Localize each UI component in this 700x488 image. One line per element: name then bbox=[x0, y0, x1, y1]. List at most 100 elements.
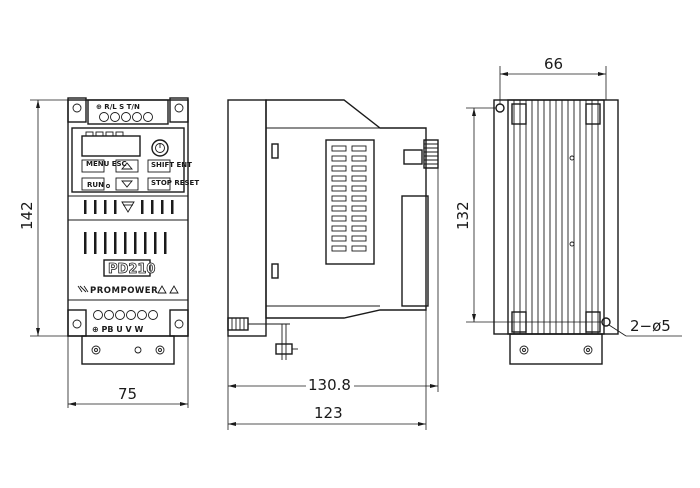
side-clip bbox=[271, 263, 279, 279]
bottom-terminal-labels: ⊕ PB U V W bbox=[92, 325, 143, 334]
run-key bbox=[81, 177, 105, 191]
dim-arrow bbox=[472, 108, 476, 116]
front-view: ⊕ R/L S T/N MENU ESC SHIFT ENT RUN STOP … bbox=[18, 97, 199, 408]
side-view: 130.8 123 bbox=[227, 99, 439, 430]
dim-arrow bbox=[472, 314, 476, 322]
keypad-panel bbox=[71, 127, 185, 193]
bottom-left-ear bbox=[67, 309, 87, 337]
top-right-ear bbox=[169, 97, 189, 123]
dim-arrow bbox=[500, 72, 508, 76]
bracket-screw bbox=[155, 345, 165, 355]
dim-arrow bbox=[36, 328, 40, 336]
warning-triangle-icon bbox=[157, 285, 167, 294]
dim-arrow bbox=[180, 402, 188, 406]
terminal-screw bbox=[132, 112, 142, 122]
up-key bbox=[115, 159, 139, 173]
dim-rear-height: 132 bbox=[454, 201, 472, 230]
dim-arrow bbox=[418, 422, 426, 426]
dim-arrow bbox=[598, 72, 606, 76]
terminal-screw bbox=[143, 112, 153, 122]
terminal-screw bbox=[137, 310, 147, 320]
dim-mount-holes: 2−ø5 bbox=[630, 317, 671, 335]
rear-mount-hole bbox=[495, 103, 505, 113]
top-terminal-block bbox=[87, 99, 169, 125]
down-arrow-icon bbox=[121, 180, 133, 188]
model-label: PD210 bbox=[108, 262, 155, 277]
side-heatsink-plate bbox=[227, 99, 267, 337]
dim-side-body: 123 bbox=[314, 404, 343, 422]
bracket-screw bbox=[519, 345, 529, 355]
terminal-screw bbox=[121, 112, 131, 122]
dim-rear-width: 66 bbox=[544, 55, 563, 73]
dim-arrow bbox=[228, 422, 236, 426]
heatsink-screw bbox=[569, 155, 575, 161]
run-indicator bbox=[106, 184, 110, 188]
top-left-ear bbox=[67, 97, 87, 123]
dim-side-overall: 130.8 bbox=[308, 376, 351, 394]
hole-leader-line bbox=[608, 324, 627, 337]
potentiometer-knob bbox=[151, 139, 169, 157]
top-right-mount-hole bbox=[174, 103, 184, 113]
cover-arrow-icon bbox=[121, 201, 135, 213]
grounding-bracket bbox=[81, 335, 175, 365]
shift-ent-key bbox=[147, 159, 171, 173]
side-clip bbox=[271, 143, 279, 159]
lower-vent-slots bbox=[84, 232, 167, 254]
side-keypad-edge bbox=[403, 149, 423, 165]
bottom-right-mount-hole bbox=[174, 319, 184, 329]
dim-text-bg bbox=[306, 374, 354, 390]
stop-reset-key bbox=[147, 177, 171, 191]
terminal-screw bbox=[148, 310, 158, 320]
led-display bbox=[81, 135, 141, 157]
stop-key-label: STOP RESET bbox=[151, 179, 199, 187]
rear-view: 66 132 2−ø5 bbox=[454, 55, 682, 365]
bracket-screw-center bbox=[586, 348, 590, 352]
warning-triangle-icon bbox=[169, 285, 179, 294]
side-bottom-connector bbox=[227, 317, 249, 331]
indicator-led bbox=[95, 131, 104, 137]
top-terminal-labels: ⊕ R/L S T/N bbox=[96, 103, 140, 111]
terminal-screw bbox=[115, 310, 125, 320]
rear-bottom-bracket bbox=[509, 333, 603, 365]
brand-label: PROMPOWER bbox=[90, 286, 158, 296]
terminal-screw bbox=[110, 112, 120, 122]
side-vent-slots bbox=[331, 145, 367, 252]
top-left-mount-hole bbox=[72, 103, 82, 113]
indicator-led bbox=[115, 131, 124, 137]
menu-esc-key bbox=[81, 159, 105, 173]
dim-arrow bbox=[228, 384, 236, 388]
knob-grip-lines bbox=[424, 143, 438, 165]
menu-key-label: MENU ESC bbox=[86, 160, 127, 168]
terminal-screw bbox=[104, 310, 114, 320]
side-front-cover bbox=[401, 195, 429, 307]
dim-arrow bbox=[430, 384, 438, 388]
heatsink-screw bbox=[569, 241, 575, 247]
connector-ridges bbox=[231, 318, 245, 330]
bracket-hole bbox=[134, 346, 142, 354]
bracket-screw-center bbox=[158, 348, 162, 352]
heatsink-fins bbox=[513, 100, 599, 334]
bracket-screw bbox=[583, 345, 593, 355]
dim-front-height: 142 bbox=[18, 201, 36, 230]
up-arrow-icon bbox=[121, 162, 133, 170]
fin-end-block bbox=[585, 103, 601, 125]
bottom-left-mount-hole bbox=[72, 319, 82, 329]
fin-end-block bbox=[511, 103, 527, 125]
bracket-screw-center bbox=[522, 348, 526, 352]
bottom-right-ear bbox=[169, 309, 189, 337]
side-knob bbox=[423, 139, 439, 169]
terminal-screw bbox=[93, 310, 103, 320]
run-key-label: RUN bbox=[87, 181, 104, 189]
dim-arrow bbox=[36, 100, 40, 108]
upper-vent-slots bbox=[84, 200, 174, 214]
shift-key-label: SHIFT ENT bbox=[151, 161, 192, 169]
dim-arrow bbox=[68, 402, 76, 406]
model-plate bbox=[103, 259, 151, 277]
indicator-led bbox=[85, 131, 94, 137]
terminal-screw bbox=[126, 310, 136, 320]
side-vent-grille bbox=[325, 139, 375, 265]
rear-mount-hole bbox=[601, 317, 611, 327]
side-bracket-screw bbox=[275, 343, 293, 355]
